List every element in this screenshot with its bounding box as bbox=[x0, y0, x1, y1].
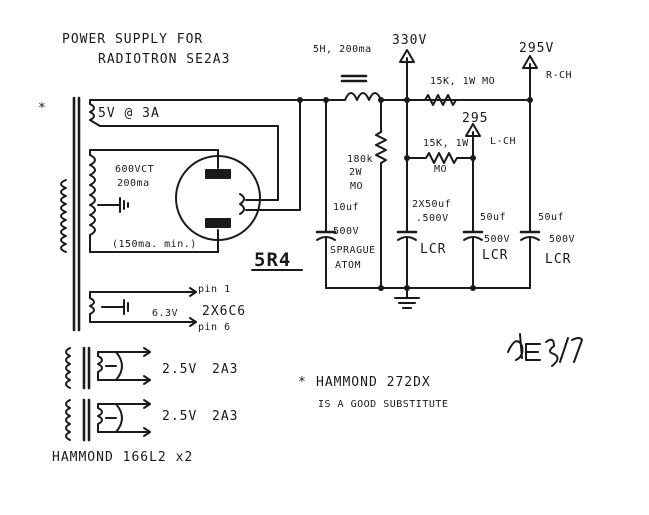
label-r-ch-resistor: 15K, 1W MO bbox=[430, 76, 495, 87]
c1-brand-1: SPRAGUE bbox=[330, 245, 376, 256]
c3-voltage: 500V bbox=[484, 234, 510, 245]
capacitor-c4: 50uf 500V LCR bbox=[519, 99, 575, 289]
t1-tube: 2A3 bbox=[212, 362, 238, 377]
c4-brand: LCR bbox=[545, 252, 571, 267]
bleeder-value: 180k bbox=[347, 154, 373, 165]
label-l-ch: L-CH bbox=[490, 136, 516, 147]
title-line-2: RADIOTRON SE2A3 bbox=[98, 52, 230, 67]
c3-brand: LCR bbox=[482, 248, 508, 263]
signature bbox=[507, 333, 583, 367]
c2-value: 2X50uf bbox=[412, 199, 451, 210]
arrow-l-ch bbox=[465, 123, 481, 137]
label-l-ch-resistor-2: MO bbox=[434, 164, 447, 175]
primary-coil bbox=[60, 179, 67, 253]
c1-brand-2: ATOM bbox=[335, 260, 361, 271]
arrow-r-ch bbox=[522, 55, 538, 69]
capacitor-c1: 10uf 500V SPRAGUE ATOM bbox=[315, 99, 376, 289]
c1-voltage: 500V bbox=[333, 226, 359, 237]
label-295-l: 295 bbox=[462, 111, 488, 126]
bleeder-watts: 2W bbox=[349, 167, 363, 178]
filament-model: HAMMOND 166L2 x2 bbox=[52, 450, 193, 465]
transformer-asterisk: * bbox=[38, 101, 47, 116]
resistor-r-ch bbox=[424, 94, 457, 106]
label-l-ch-resistor-1: 15K, 1W bbox=[423, 138, 469, 149]
label-295v: 295V bbox=[519, 41, 554, 56]
filter-choke: 5H, 200ma bbox=[313, 44, 382, 101]
c2-brand: LCR bbox=[420, 242, 446, 257]
t2-voltage: 2.5V bbox=[162, 409, 197, 424]
capacitor-c3: 50uf 500V LCR bbox=[462, 157, 510, 289]
t1-voltage: 2.5V bbox=[162, 362, 197, 377]
filament-transformer-1: 2.5V 2A3 bbox=[65, 346, 238, 390]
c2-voltage: .500V bbox=[416, 213, 449, 224]
c3-value: 50uf bbox=[480, 212, 506, 223]
bleeder-type: MO bbox=[350, 181, 363, 192]
rectifier-filament bbox=[239, 193, 245, 215]
label-5v-winding: 5V @ 3A bbox=[98, 106, 160, 121]
note-star: * bbox=[298, 375, 307, 390]
winding-6v3 bbox=[89, 297, 95, 315]
arrow-330v bbox=[399, 49, 415, 63]
filament-transformer-2: 2.5V 2A3 bbox=[65, 398, 238, 442]
label-pin1: pin 1 bbox=[198, 284, 231, 295]
label-pin6: pin 6 bbox=[198, 322, 231, 333]
capacitor-c2: 2X50uf .500V LCR bbox=[396, 99, 451, 289]
label-hv-min: (150ma. min.) bbox=[112, 239, 197, 250]
label-r-ch: R-CH bbox=[546, 70, 572, 81]
label-heater-tubes: 2X6C6 bbox=[202, 304, 246, 319]
c1-value: 10uf bbox=[333, 202, 359, 213]
label-6v3: 6.3V bbox=[152, 308, 178, 319]
choke-label: 5H, 200ma bbox=[313, 44, 372, 55]
note-line-1: HAMMOND 272DX bbox=[316, 375, 431, 390]
t2-tube: 2A3 bbox=[212, 409, 238, 424]
label-330v: 330V bbox=[392, 33, 427, 48]
label-hv-200ma: 200ma bbox=[117, 178, 150, 189]
rectifier-label: 5R4 bbox=[254, 249, 291, 271]
rectifier-plate-bottom bbox=[205, 218, 231, 228]
rectifier-tube: 5R4 bbox=[175, 99, 303, 271]
resistor-l-ch bbox=[425, 152, 458, 164]
title-line-1: POWER SUPPLY FOR bbox=[62, 32, 203, 47]
power-transformer: * 5V @ 3A 600VCT 200ma (150ma. min.) bbox=[38, 96, 301, 333]
bleeder-resistor: 180k 2W MO bbox=[347, 99, 387, 289]
note-line-2: IS A GOOD SUBSTITUTE bbox=[318, 399, 448, 410]
rectifier-plate-top bbox=[205, 169, 231, 179]
c4-voltage: 500V bbox=[549, 234, 575, 245]
label-hv-600vct: 600VCT bbox=[115, 164, 154, 175]
c4-value: 50uf bbox=[538, 212, 564, 223]
winding-5v bbox=[89, 103, 95, 121]
winding-hv bbox=[89, 154, 96, 236]
